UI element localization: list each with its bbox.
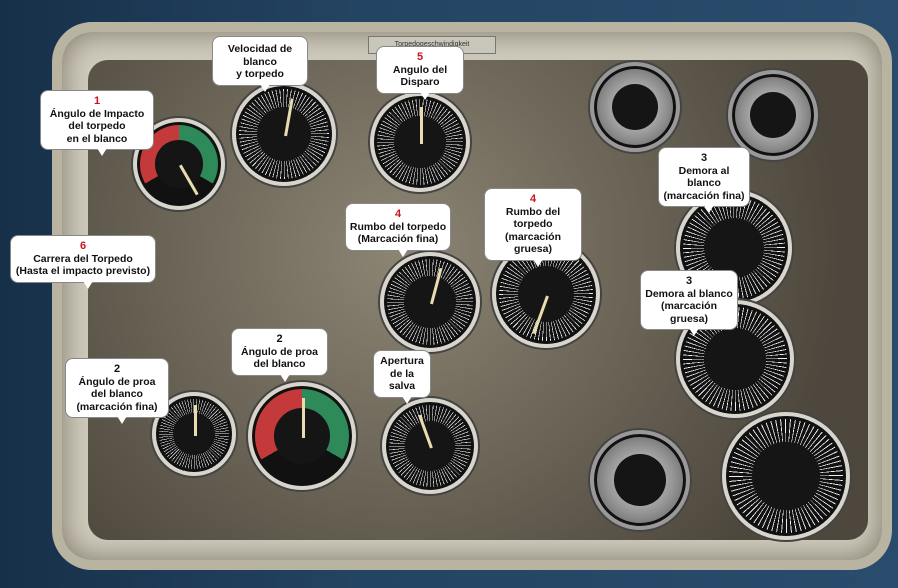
lower-right-mechanism-1 <box>590 430 690 530</box>
upper-right-mechanism-2 <box>728 70 818 160</box>
callout-torpedo-course-fine: 4 Rumbo del torpedo(Marcación fina) <box>345 203 451 256</box>
callout-target-bearing-fine: 3 Demora al blanco(marcación fina) <box>658 147 750 213</box>
upper-right-mechanism-1 <box>590 62 680 152</box>
firing-angle-dial <box>370 92 470 192</box>
speed-dial <box>232 82 336 186</box>
callout-torpedo-run: 6 Carrera del Torpedo(Hasta el impacto p… <box>10 235 156 288</box>
torpedo-course-fine-dial <box>380 252 480 352</box>
callout-torpedo-course-coarse: 4 Rumbo del torpedo(marcación gruesa) <box>484 188 582 266</box>
callout-target-bearing-coarse: 3 Demora al blanco(marcación gruesa) <box>640 270 738 336</box>
lower-right-dial <box>722 412 850 540</box>
salvo-spread-dial <box>382 398 478 494</box>
target-angle-dial <box>248 382 356 490</box>
